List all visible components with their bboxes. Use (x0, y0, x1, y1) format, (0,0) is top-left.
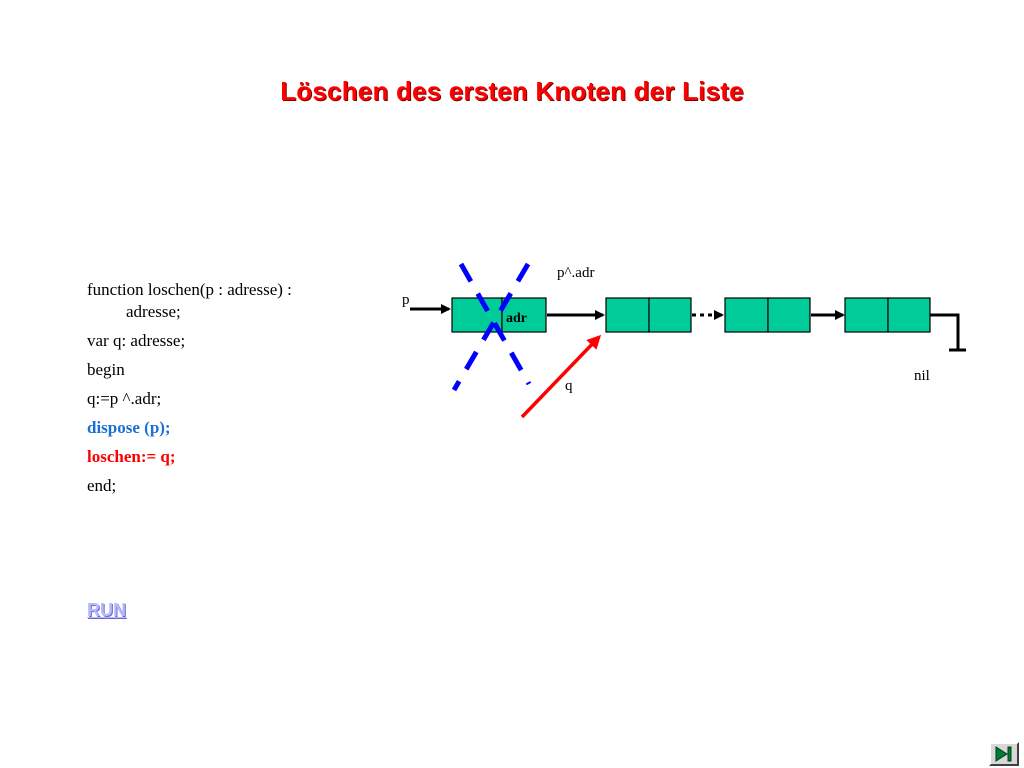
code-line-result: loschen:= q; (87, 447, 176, 466)
code-line-dispose: dispose (p); (87, 418, 171, 437)
label-adr: adr (506, 311, 527, 326)
pointer-q-arrow (520, 334, 602, 419)
run-link[interactable]: RUN (87, 600, 126, 620)
delete-cross-icon (451, 262, 532, 392)
code-line-assign: q:=p ^.adr; (87, 389, 162, 408)
list-node-4 (844, 297, 931, 333)
code-line-begin: begin (87, 360, 125, 379)
code-line-function: function loschen(p : adresse) : adresse; (87, 279, 347, 330)
list-node-2 (605, 297, 692, 333)
nil-terminator-icon (930, 313, 966, 352)
label-nil: nil (914, 368, 930, 384)
label-q: q (565, 378, 573, 394)
label-p: p (402, 292, 410, 308)
list-node-3 (724, 297, 811, 333)
code-block: function loschen(p : adresse) : adresse;… (87, 279, 347, 504)
code-line-var: var q: adresse; (87, 331, 186, 350)
slide-title: Löschen des ersten Knoten der Liste (280, 76, 744, 106)
last-slide-button[interactable] (989, 742, 1019, 766)
skip-to-end-icon (995, 746, 1012, 762)
code-line-function-head: function loschen(p : adresse) : (87, 280, 292, 299)
label-p-adr: p^.adr (557, 265, 594, 281)
code-line-end: end; (87, 476, 117, 495)
code-line-function-return: adresse; (126, 302, 181, 321)
